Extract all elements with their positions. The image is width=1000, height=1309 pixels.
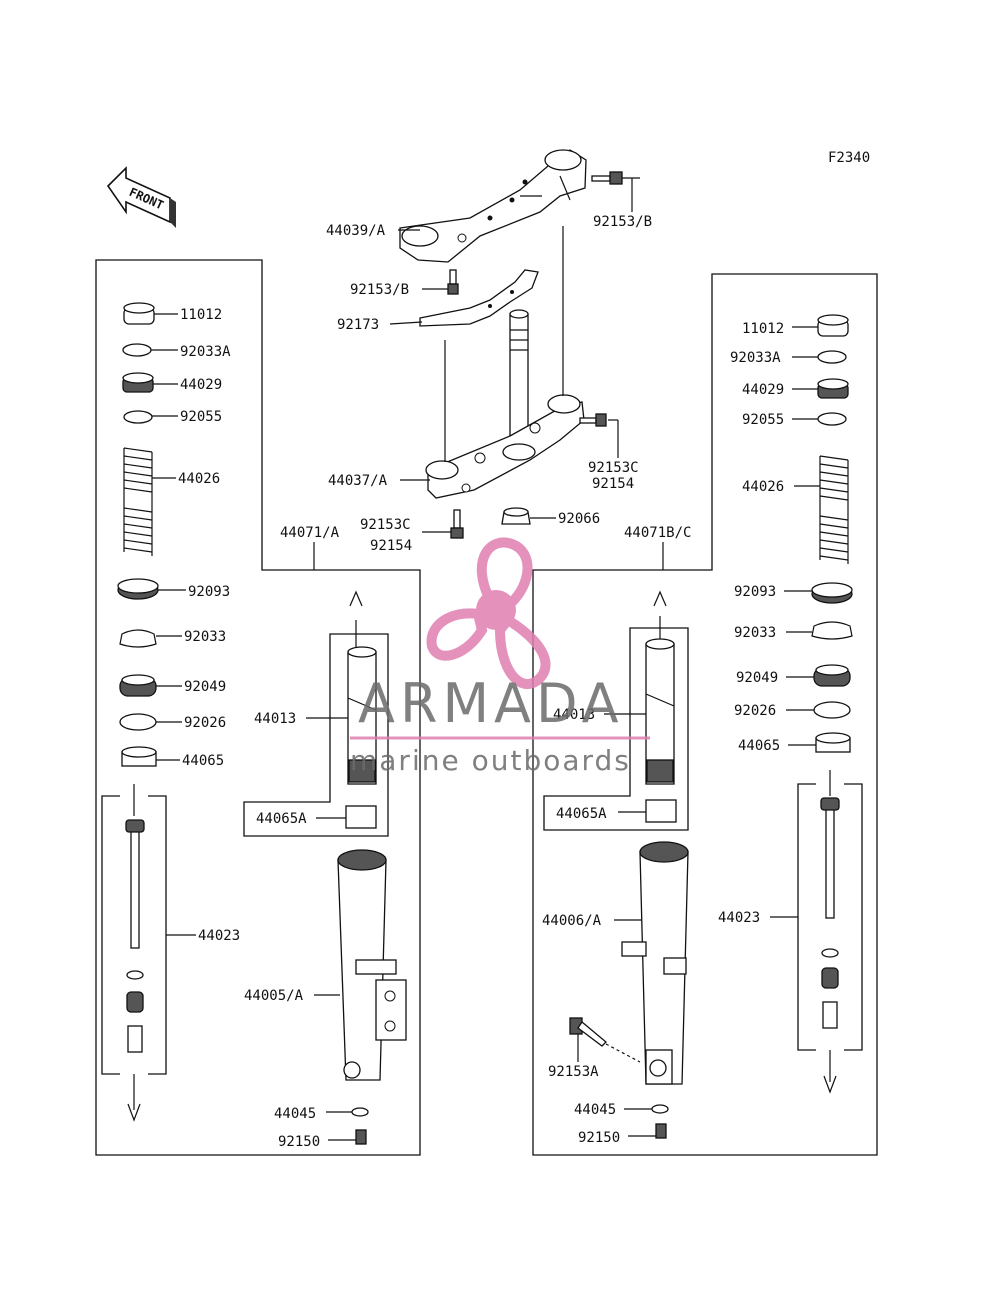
bolt-92153B-top	[591, 171, 623, 185]
label-right-92055: 92055	[742, 412, 784, 428]
left-cap-11012	[123, 302, 155, 325]
label-right-44013: 44013	[553, 707, 595, 723]
label-right-92033A: 92033A	[730, 350, 781, 366]
right-oring-92055	[817, 412, 847, 426]
label-left-92033A: 92033A	[180, 344, 231, 360]
right-oil-seal-92049	[813, 664, 851, 687]
left-ring-92033A	[122, 343, 152, 357]
steering-stem-lower-clamp	[425, 309, 585, 499]
left-assembly-frame	[95, 259, 421, 1156]
left-inner-tube-44013	[347, 646, 377, 785]
left-washer-92026	[119, 713, 157, 731]
label-left-92093: 92093	[188, 584, 230, 600]
left-outer-tube-44005A	[337, 849, 407, 1081]
label-44039A: 44039/A	[326, 223, 386, 239]
label-left-44013: 44013	[254, 711, 296, 727]
left-damper-rod-44023	[125, 819, 145, 1053]
label-44037A: 44037/A	[328, 473, 388, 489]
right-washer-44045	[651, 1104, 669, 1114]
left-plug-44029	[122, 372, 154, 393]
label-left-92033: 92033	[184, 629, 226, 645]
label-right-92033: 92033	[734, 625, 776, 641]
right-washer-92026	[813, 701, 851, 719]
bolt-92153C-right	[579, 413, 607, 427]
right-outer-tube-44006A	[621, 841, 689, 1085]
propeller-logo-icon	[426, 537, 551, 689]
right-bolt-92150	[655, 1123, 667, 1139]
figure-code: F2340	[828, 150, 870, 166]
right-plug-44029	[817, 378, 849, 399]
bracket-92173	[419, 269, 539, 327]
label-92153C-left: 92153C	[360, 517, 411, 533]
label-92153B-left: 92153/B	[350, 282, 409, 298]
label-44071BC: 44071B/C	[624, 525, 691, 541]
label-right-44023: 44023	[718, 910, 760, 926]
label-right-92153A: 92153A	[548, 1064, 599, 1080]
right-assembly-frame	[532, 273, 878, 1156]
left-bushing-44065A	[345, 805, 377, 829]
label-left-44065A: 44065A	[256, 811, 307, 827]
label-left-44045: 44045	[274, 1106, 316, 1122]
label-right-44006A: 44006/A	[542, 913, 602, 929]
label-92153C-right: 92153C	[588, 460, 639, 476]
label-left-44026: 44026	[178, 471, 220, 487]
label-92173: 92173	[337, 317, 379, 333]
left-bushing-44065	[121, 746, 157, 767]
nut-92066	[501, 507, 531, 525]
label-right-92093: 92093	[734, 584, 776, 600]
bolt-92153B-left	[447, 269, 459, 295]
label-right-44045: 44045	[574, 1102, 616, 1118]
upper-triple-clamp	[399, 149, 587, 263]
label-right-11012: 11012	[742, 321, 784, 337]
right-seal-92093	[811, 582, 853, 604]
right-cap-11012	[817, 314, 849, 337]
armada-watermark: ARMADA marine outboards	[350, 537, 650, 777]
right-bushing-44065	[815, 732, 851, 753]
left-washer-44045	[351, 1107, 369, 1117]
left-tube-bracket	[243, 633, 389, 837]
label-right-92150: 92150	[578, 1130, 620, 1146]
left-oring-92055	[123, 410, 153, 424]
label-left-44023: 44023	[198, 928, 240, 944]
label-left-92055: 92055	[180, 409, 222, 425]
label-92154-right: 92154	[592, 476, 634, 492]
right-ring-92033A	[817, 350, 847, 364]
right-damper-rod-44023	[820, 797, 840, 1029]
right-inner-tube-44013	[645, 638, 675, 785]
right-tube-bracket	[543, 627, 689, 831]
left-clip-92033	[119, 629, 157, 648]
label-92154-left: 92154	[370, 538, 412, 554]
watermark-brand: ARMADA	[358, 672, 624, 735]
label-44071A: 44071/A	[280, 525, 340, 541]
right-clip-92033	[811, 621, 853, 640]
left-bolt-92150	[355, 1129, 367, 1145]
label-left-92150: 92150	[278, 1134, 320, 1150]
left-spring-44026	[123, 447, 153, 556]
label-left-44005A: 44005/A	[244, 988, 304, 1004]
right-bolt-92153A	[569, 1017, 641, 1063]
left-oil-seal-92049	[119, 674, 157, 697]
left-seal-92093	[117, 578, 159, 600]
right-bushing-44065A	[645, 799, 677, 823]
right-spring-44026	[819, 455, 849, 564]
label-right-92026: 92026	[734, 703, 776, 719]
watermark-tagline: marine outboards	[350, 744, 631, 777]
label-left-44029: 44029	[180, 377, 222, 393]
label-right-44026: 44026	[742, 479, 784, 495]
label-92066: 92066	[558, 511, 600, 527]
front-direction-arrow: FRONT	[106, 166, 176, 228]
label-right-44029: 44029	[742, 382, 784, 398]
bolt-92153C-left	[450, 509, 464, 539]
label-right-44065: 44065	[738, 738, 780, 754]
label-right-44065A: 44065A	[556, 806, 607, 822]
label-left-44065: 44065	[182, 753, 224, 769]
label-92153B-top: 92153/B	[593, 214, 652, 230]
label-left-11012: 11012	[180, 307, 222, 323]
label-right-92049: 92049	[736, 670, 778, 686]
label-left-92049: 92049	[184, 679, 226, 695]
label-left-92026: 92026	[184, 715, 226, 731]
